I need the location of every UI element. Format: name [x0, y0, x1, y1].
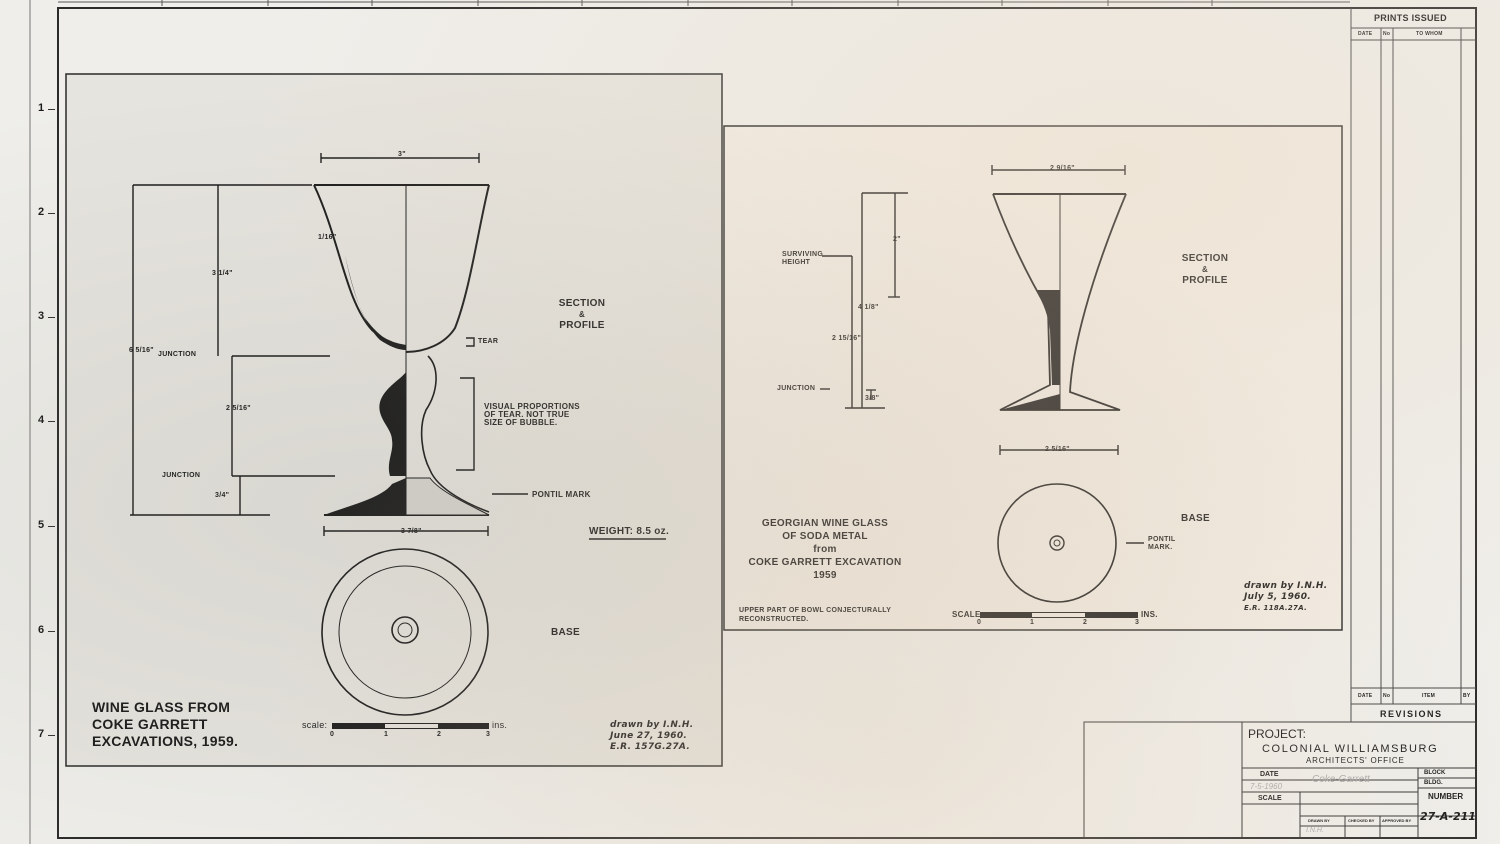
- row-number: 7: [38, 728, 56, 740]
- bldg-label: BLDG.: [1424, 780, 1443, 786]
- left-top-width: 3": [398, 151, 406, 158]
- right-height-a: 4 1/8": [858, 304, 879, 311]
- left-weight: WEIGHT: 8.5 oz.: [589, 526, 670, 537]
- left-scale-tick: 1: [384, 731, 389, 738]
- left-scale-unit: ins.: [492, 720, 508, 730]
- left-visual-note: VISUAL PROPORTIONS OF TEAR. NOT TRUE SIZ…: [484, 402, 580, 427]
- left-base-label: BASE: [551, 627, 580, 638]
- left-foot-height: 3/4": [215, 492, 230, 499]
- left-junction-lower: JUNCTION: [162, 472, 201, 479]
- left-base-width: 3 7/8": [401, 528, 422, 535]
- right-scale-tick: 3: [1135, 619, 1140, 626]
- revisions-title: REVISIONS: [1380, 709, 1443, 719]
- right-drawn-by: drawn by I.N.H. July 5, 1960. E.R. 118A.…: [1244, 581, 1328, 612]
- block-label: BLOCK: [1424, 770, 1446, 776]
- revisions-col-date: DATE: [1358, 693, 1373, 699]
- prints-col-no: No: [1383, 31, 1391, 37]
- right-bowl-height: 2": [893, 236, 901, 243]
- revisions-col-item: ITEM: [1422, 693, 1436, 699]
- approved-by-label: APPROVED BY: [1382, 818, 1412, 823]
- right-title: GEORGIAN WINE GLASS OF SODA METAL from C…: [748, 518, 902, 581]
- office-name: ARCHITECTS' OFFICE: [1306, 756, 1405, 765]
- project-name: Coke-Garrett: [1312, 774, 1370, 785]
- prints-col-to-whom: TO WHOM: [1416, 31, 1443, 37]
- project-label: PROJECT:: [1248, 727, 1307, 741]
- left-pontil-label: PONTIL MARK: [532, 490, 591, 499]
- right-scale-tick: 2: [1083, 619, 1088, 626]
- date-label: DATE: [1260, 771, 1279, 778]
- checked-by-label: CHECKED BY: [1348, 818, 1375, 823]
- row-number: 6: [38, 624, 56, 636]
- left-title: WINE GLASS FROM COKE GARRETT EXCAVATIONS…: [92, 699, 239, 749]
- right-note: UPPER PART OF BOWL CONJECTURALLY RECONST…: [739, 607, 892, 623]
- right-height-b: 2 15/16": [832, 335, 862, 342]
- left-scale-tick: 3: [486, 731, 491, 738]
- row-number: 2: [38, 206, 56, 218]
- right-base-label: BASE: [1181, 513, 1210, 524]
- right-foot-height: 3/8": [865, 395, 880, 402]
- left-stem-height: 2 5/16": [226, 405, 251, 412]
- date-value: 7-5-1960: [1250, 782, 1283, 791]
- right-scale-tick: 1: [1030, 619, 1035, 626]
- number-label: NUMBER: [1428, 792, 1464, 801]
- right-top-width: 2 9/16": [1050, 165, 1075, 172]
- left-wall-thickness: 1/16": [318, 234, 337, 241]
- revisions-col-no: No: [1383, 693, 1391, 699]
- row-number: 3: [38, 310, 56, 322]
- right-junction: JUNCTION: [777, 385, 816, 392]
- left-drawn-by: drawn by I.N.H. June 27, 1960. E.R. 157G…: [610, 720, 694, 752]
- number-value: 27-A-211: [1420, 810, 1476, 823]
- left-scale-tick: 0: [330, 731, 335, 738]
- right-surviving-height: SURVIVING HEIGHT: [782, 251, 824, 266]
- row-number: 5: [38, 519, 56, 531]
- left-total-height: 6 5/16": [129, 347, 154, 354]
- drawn-by-value: I.N.H.: [1306, 827, 1324, 834]
- row-number: 1: [38, 102, 56, 114]
- revisions-col-by: BY: [1463, 693, 1471, 699]
- right-scale-label: SCALE: [952, 610, 981, 619]
- right-scale-tick: 0: [977, 619, 982, 626]
- right-scale-unit: INS.: [1141, 610, 1158, 619]
- right-pontil-label: PONTIL MARK.: [1148, 536, 1176, 551]
- right-base-width: 2 5/16": [1045, 446, 1070, 453]
- left-section-label: SECTION & PROFILE: [558, 298, 606, 331]
- right-section-label: SECTION & PROFILE: [1181, 253, 1229, 286]
- left-scale-label: scale:: [302, 720, 328, 730]
- prints-col-date: DATE: [1358, 31, 1373, 37]
- prints-issued-title: PRINTS ISSUED: [1374, 13, 1447, 23]
- drawn-by-label: DRAWN BY: [1308, 818, 1330, 823]
- org-name: COLONIAL WILLIAMSBURG: [1262, 743, 1439, 755]
- left-bowl-height: 3 1/4": [212, 270, 233, 277]
- row-number: 4: [38, 414, 56, 426]
- left-glass-drawing: [130, 153, 666, 540]
- scale-label: SCALE: [1258, 795, 1282, 802]
- left-junction-upper: JUNCTION: [158, 351, 197, 358]
- left-scale-tick: 2: [437, 731, 442, 738]
- left-tear-label: TEAR: [478, 338, 499, 345]
